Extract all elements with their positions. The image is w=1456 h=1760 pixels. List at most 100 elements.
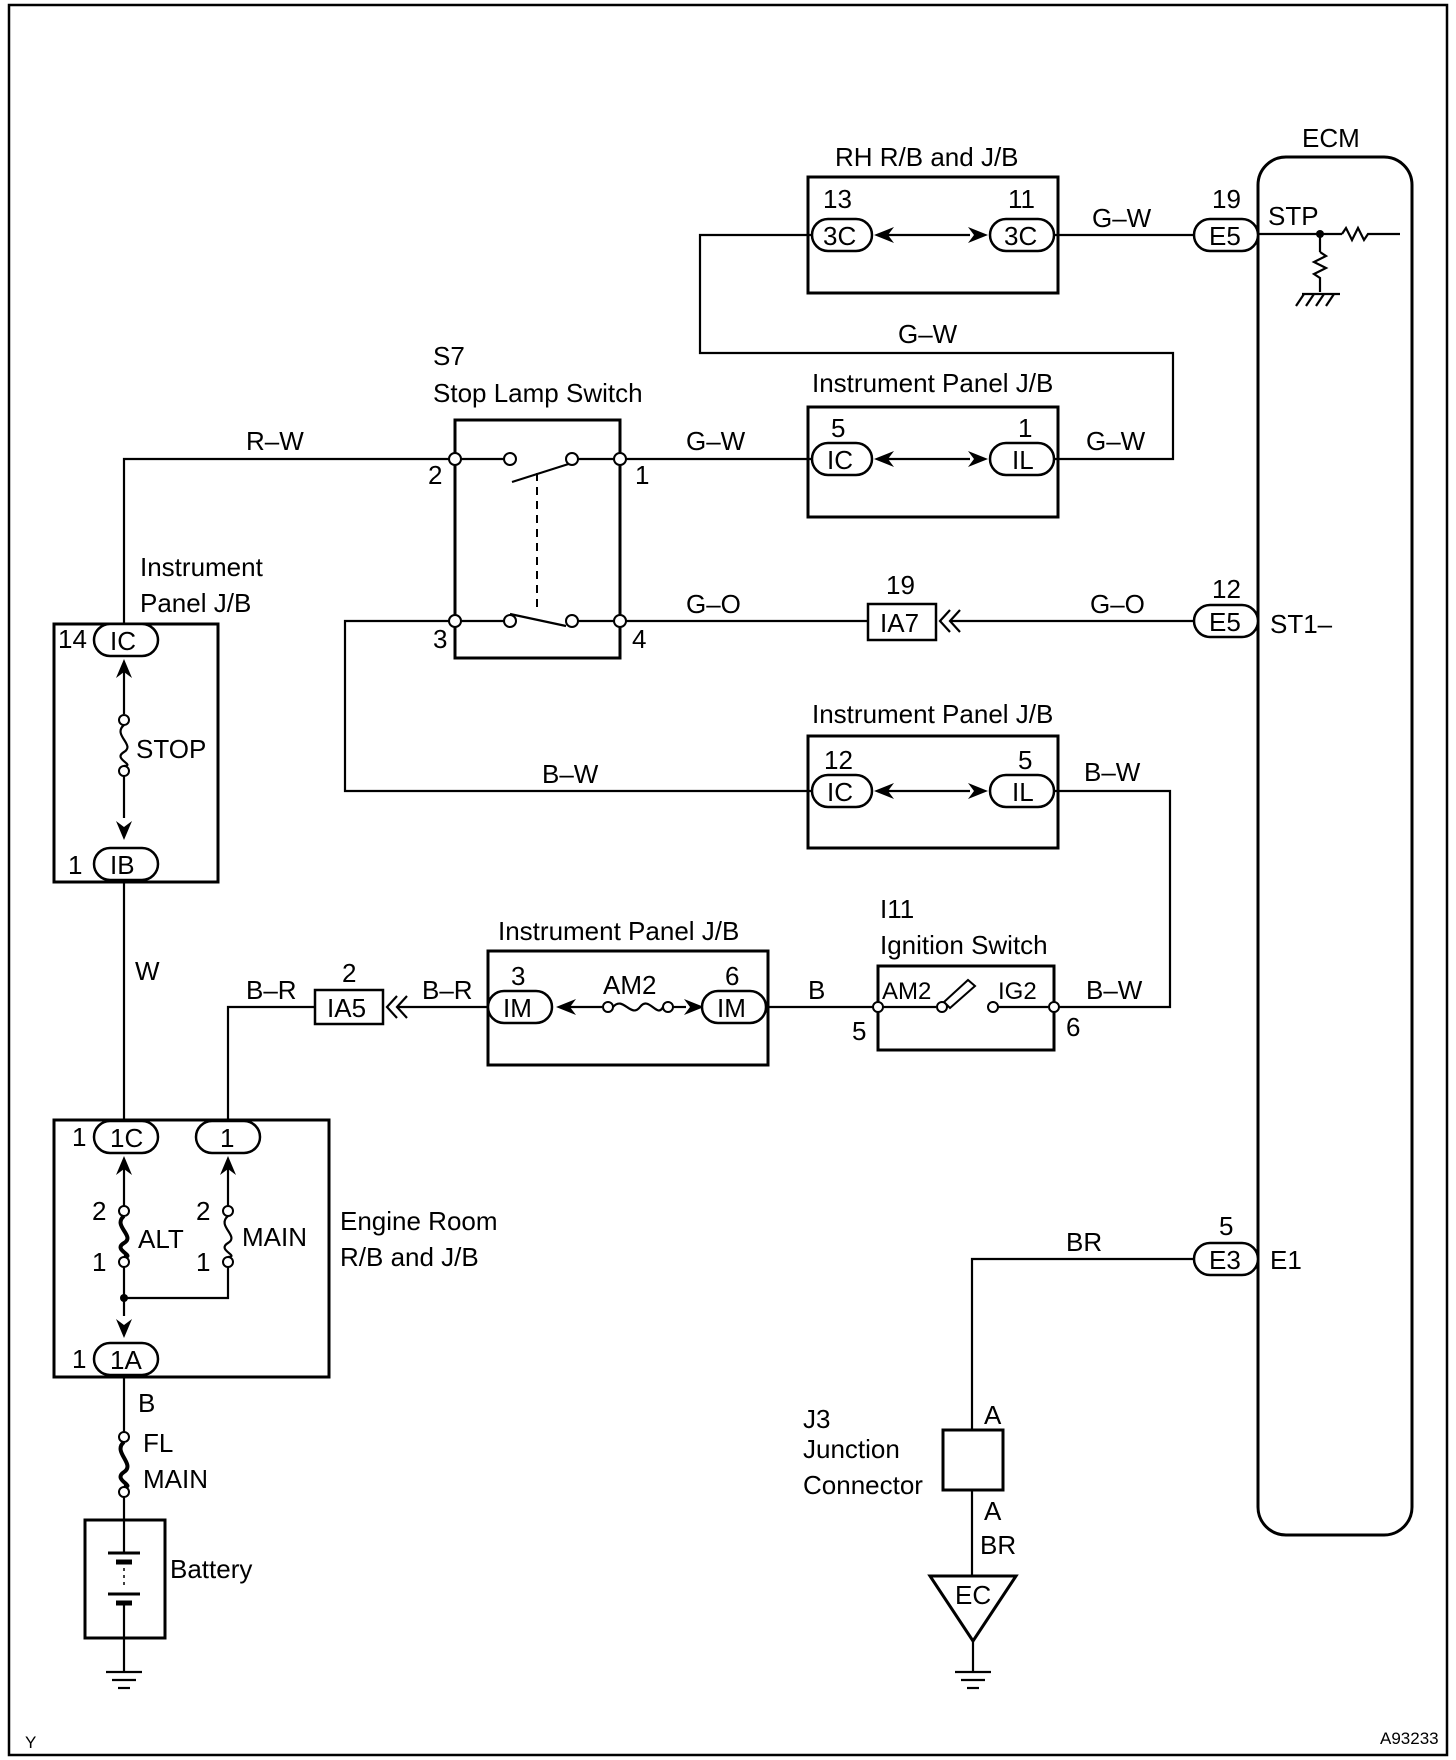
connector-e5-mid [1192, 603, 1260, 639]
ecm-label: ECM [1302, 123, 1360, 153]
fuse-main-icon [223, 1215, 233, 1259]
connector-3c-right-label: 3C [1004, 221, 1037, 251]
main-pin-1: 1 [196, 1247, 210, 1277]
arrow-right-icon [684, 999, 704, 1015]
arrow-left-icon [874, 451, 894, 467]
battery-icon [108, 1520, 140, 1638]
ecm-internal-circuit [1258, 225, 1400, 307]
ip-top-il-pin: 1 [1018, 413, 1032, 443]
connector-ic-mid-label: IC [827, 777, 853, 807]
female-terminal-icon [938, 609, 951, 633]
s7-pin-1: 1 [635, 460, 649, 490]
connector-e5-top-label: E5 [1209, 221, 1241, 251]
ecm-e3-pin: 5 [1219, 1211, 1233, 1241]
ground-icon [106, 1638, 142, 1690]
corner-label-right: A93233 [1380, 1729, 1439, 1748]
am2-im-right-pin: 6 [725, 961, 739, 991]
alt-pin-1: 1 [92, 1247, 106, 1277]
rh-pin-13: 13 [823, 184, 852, 214]
fusible-link-icon [118, 1440, 130, 1489]
s7-pin-2: 2 [428, 460, 442, 490]
i11-code: I11 [880, 894, 914, 924]
ground-point-ec-label: EC [955, 1580, 991, 1610]
connector-1c-label: 1C [110, 1123, 143, 1153]
wire-gw-s7: G–W [686, 426, 746, 456]
fuse-am2-label: AM2 [603, 970, 656, 1000]
ig-ig2-label: IG2 [998, 978, 1037, 1005]
connector-im-left-label: IM [503, 993, 532, 1023]
connector-im-right-label: IM [717, 993, 746, 1023]
connector-3c-left-label: 3C [823, 221, 856, 251]
wire-gw-rh-ecm: G–W [1092, 203, 1152, 233]
connector-1a [92, 1341, 160, 1377]
engine-room-label-1: Engine Room [340, 1206, 498, 1236]
fuse-am2-icon [612, 1002, 664, 1012]
ip-jb-left-label-1: Instrument [140, 552, 264, 582]
arrow-up-icon [116, 1156, 132, 1175]
ig-pin-5: 5 [852, 1016, 866, 1046]
ia5-pin: 2 [342, 958, 356, 988]
junction-label-1: Junction [803, 1434, 900, 1464]
connector-ic-left [92, 622, 160, 658]
s7-pin-3: 3 [433, 624, 447, 654]
connector-e5-mid-label: E5 [1209, 607, 1241, 637]
diagram-frame [7, 3, 1449, 1757]
arrow-right-icon [968, 783, 988, 799]
ground-icon [955, 1641, 991, 1690]
connector-ic-top-label: IC [827, 445, 853, 475]
ip-mid-ic-pin: 12 [824, 745, 853, 775]
wire-go-left: G–O [686, 589, 741, 619]
connector-ib-left [92, 846, 160, 882]
junction-pin-a-top: A [984, 1400, 1002, 1430]
wire-w: W [135, 956, 160, 986]
wire-br-right: B–R [422, 975, 473, 1005]
wire-b-battery: B [138, 1388, 155, 1418]
wire-br-ecm: BR [1066, 1227, 1102, 1257]
ecm-pin-e1: E1 [1270, 1245, 1302, 1275]
junction-connector-box [941, 1428, 1005, 1492]
wire-br-left: B–R [246, 975, 297, 1005]
fuse-fl-line1: FL [143, 1428, 173, 1458]
fuse-fl-line2: MAIN [143, 1464, 208, 1494]
connector-e3-label: E3 [1209, 1245, 1241, 1275]
ecm-pin-stp: STP [1268, 201, 1319, 231]
corner-label-left: Y [25, 1733, 36, 1752]
s7-name: Stop Lamp Switch [433, 378, 643, 408]
rh-rb-jb-label: RH R/B and J/B [835, 142, 1019, 172]
er-1a-pin: 1 [72, 1344, 86, 1374]
arrow-right-icon [968, 227, 988, 243]
i11-name: Ignition Switch [880, 930, 1048, 960]
wire-bw-left: B–W [542, 759, 599, 789]
left-ic-pin: 14 [58, 624, 87, 654]
wire-gw-ip-out: G–W [1086, 426, 1146, 456]
engine-room-box [52, 1118, 331, 1379]
s7-pin-4: 4 [632, 624, 646, 654]
ia7-pin: 19 [886, 570, 915, 600]
connector-ia7 [866, 602, 938, 642]
fuse-alt-label: ALT [138, 1224, 184, 1254]
connector-ib-left-label: IB [110, 850, 135, 880]
ip-top-ic-pin: 5 [831, 413, 845, 443]
connector-1 [194, 1119, 262, 1155]
stop-lamp-switch-contacts [448, 452, 627, 628]
am2-im-left-pin: 3 [511, 961, 525, 991]
ip-jb-top-label: Instrument Panel J/B [812, 368, 1053, 398]
connector-1-label: 1 [220, 1123, 234, 1153]
connector-il-top-label: IL [1012, 445, 1034, 475]
arrow-left-icon [874, 227, 894, 243]
ip-jb-mid-label: Instrument Panel J/B [812, 699, 1053, 729]
engine-room-label-2: R/B and J/B [340, 1242, 479, 1272]
wire-b-ig: B [808, 975, 825, 1005]
er-1c-pin: 1 [72, 1122, 86, 1152]
stop-lamp-switch-box [453, 418, 622, 660]
main-pin-2: 2 [196, 1196, 210, 1226]
connector-1a-label: 1A [110, 1345, 142, 1375]
arrow-left-icon [556, 999, 576, 1015]
wire-bw-right: B–W [1084, 757, 1141, 787]
fuse-stop-icon [119, 724, 129, 768]
connector-il-top [988, 441, 1056, 477]
fuse-alt-icon [118, 1214, 130, 1259]
wire-gw-loop: G–W [898, 319, 958, 349]
ecm-pin-st1: ST1– [1270, 609, 1333, 639]
